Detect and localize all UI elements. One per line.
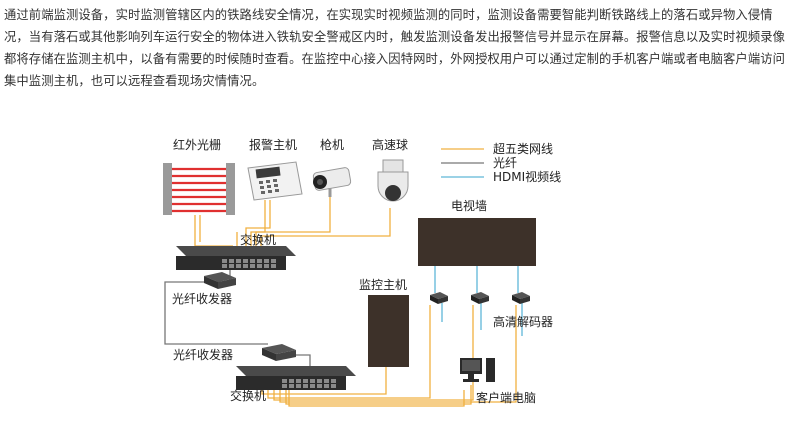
monitor-host-label: 监控主机 <box>359 278 407 292</box>
fiber-bottom-label: 光纤收发器 <box>173 347 233 362</box>
decoder-icon-3 <box>512 292 530 304</box>
intro-paragraph: 通过前端监测设备，实时监测管辖区内的铁路线安全情况，在实现实时视频监测的同时，监… <box>4 8 786 88</box>
switch-top-icon <box>176 246 296 270</box>
fiber-transceiver-top-icon <box>204 272 236 289</box>
monitor-host-icon <box>368 295 409 367</box>
decoder-label: 高清解码器 <box>493 314 553 329</box>
switch-bottom-label: 交换机 <box>230 388 266 403</box>
dome-camera-label: 高速球 <box>372 137 408 152</box>
tv-wall-icon <box>418 218 536 266</box>
dome-camera-icon <box>377 159 409 202</box>
decoder-icon-1 <box>430 292 448 304</box>
tv-wall-label: 电视墙 <box>451 198 487 213</box>
decoder-icon-2 <box>471 292 489 304</box>
client-pc-icon <box>460 358 495 382</box>
gun-camera-icon <box>312 167 352 197</box>
infrared-label: 红外光栅 <box>173 137 221 152</box>
switch-top-label: 交换机 <box>240 232 276 247</box>
hdmi-cables <box>434 264 523 336</box>
fiber-transceiver-bottom-icon <box>262 344 296 361</box>
gun-camera-label: 枪机 <box>320 137 344 152</box>
decoder-icons <box>430 292 530 304</box>
legend: 超五类网线 光纤 HDMI视频线 <box>441 141 561 184</box>
alarm-host-icon <box>247 161 303 201</box>
alarm-host-label: 报警主机 <box>249 137 297 152</box>
switch-bottom-icon <box>236 366 356 390</box>
infrared-grating-icon <box>163 163 235 215</box>
client-pc-label: 客户端电脑 <box>476 390 536 405</box>
legend-label-hdmi: HDMI视频线 <box>493 169 561 184</box>
legend-label-cat5e: 超五类网线 <box>493 141 553 156</box>
fiber-top-label: 光纤收发器 <box>172 291 232 306</box>
legend-label-fiber: 光纤 <box>493 156 517 170</box>
